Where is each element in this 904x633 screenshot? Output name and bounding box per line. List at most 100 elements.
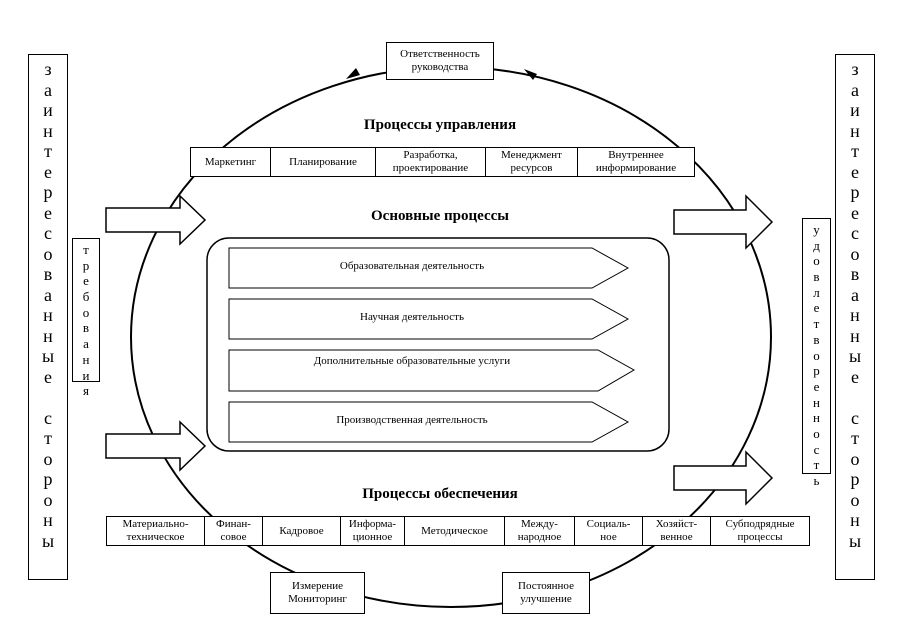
- cycle-arrow-right: [524, 69, 537, 80]
- management-process-5-line-2: информирование: [595, 162, 677, 174]
- satisfaction-char: т: [813, 457, 820, 473]
- improvement-line-2: улучшение: [520, 593, 572, 605]
- main-process-label-1: Образовательная деятельность: [339, 260, 485, 272]
- management-process-3: Разработка,проектирование: [376, 148, 486, 176]
- right-column-char: р: [850, 469, 860, 489]
- main-process-label-3: Дополнительные образовательные услуги: [313, 355, 511, 367]
- input-arrow-top: [105, 194, 207, 246]
- left-column-char: а: [44, 79, 52, 100]
- main-process-shape-2: [228, 298, 630, 340]
- requirements-char: р: [82, 257, 90, 273]
- support-process-5-line-1: Методическое: [421, 524, 488, 537]
- main-process-shape-1: [228, 247, 630, 289]
- management-process-1-line-1: Маркетинг: [204, 155, 257, 168]
- right-column-char: а: [851, 79, 859, 100]
- left-column-char: с: [44, 223, 52, 243]
- management-process-5-line-1: Внутреннее: [608, 149, 664, 161]
- satisfaction-char: е: [813, 300, 820, 316]
- right-column-char: ы: [848, 530, 862, 551]
- right-column-char: е: [851, 161, 859, 182]
- support-process-7: Социаль-ное: [575, 517, 643, 545]
- requirements-char: о: [82, 304, 90, 320]
- left-column-char: т: [44, 141, 52, 161]
- left-column-char: е: [44, 366, 52, 387]
- requirements-char: в: [82, 320, 90, 336]
- output-arrow-top: [673, 194, 774, 250]
- requirements-char: я: [83, 383, 89, 399]
- right-column-char: н: [850, 305, 860, 325]
- left-column-char: з: [44, 59, 52, 79]
- support-process-4-line-1: Информа-: [348, 518, 397, 530]
- main-process-label-2: Научная деятельность: [360, 311, 464, 323]
- support-process-4-line-2: ционное: [352, 531, 393, 543]
- management-processes-row: Маркетинг Планирование Разработка,проектир…: [190, 147, 695, 177]
- left-column-char: а: [44, 284, 52, 305]
- support-process-1-line-1: Материально-: [122, 518, 189, 530]
- management-process-4-line-1: Менеджмент: [501, 149, 562, 161]
- support-process-6-line-2: народное: [517, 531, 562, 543]
- right-column-char: е: [851, 366, 859, 387]
- satisfaction-char: о: [813, 347, 820, 363]
- management-process-3-line-1: Разработка,: [403, 149, 458, 161]
- support-process-2: Финан-совое: [205, 517, 263, 545]
- satisfaction-char: о: [813, 253, 820, 269]
- satisfaction-char: у: [813, 222, 820, 237]
- right-column-char: н: [850, 120, 860, 141]
- left-column-char: с: [44, 407, 52, 428]
- management-responsibility-box: Ответственность руководства: [386, 42, 494, 80]
- management-process-2: Планирование: [271, 148, 376, 176]
- right-column-char: н: [850, 510, 860, 530]
- requirements-char: б: [82, 289, 90, 305]
- right-column-char: н: [850, 325, 860, 346]
- support-process-6: Между-народное: [505, 517, 575, 545]
- support-process-3: Кадровое: [263, 517, 341, 545]
- satisfaction-char: н: [813, 410, 820, 426]
- heading-main-processes: Основные процессы: [371, 208, 509, 224]
- left-column-char: о: [43, 489, 53, 510]
- measurement-monitoring-box: Измерение Мониторинг: [270, 572, 365, 614]
- satisfaction-char: о: [813, 425, 820, 441]
- satisfaction-char: в: [813, 331, 820, 347]
- left-column-char: е: [44, 202, 52, 223]
- satisfaction-char: д: [813, 237, 820, 253]
- support-process-8-line-1: Хозяйст-: [655, 518, 698, 530]
- right-column-char: о: [850, 448, 860, 469]
- measurement-line-1: Измерение: [291, 580, 343, 592]
- management-process-3-line-2: проектирование: [392, 162, 469, 174]
- left-column-char: т: [44, 428, 52, 448]
- output-arrow-bottom: [673, 450, 774, 506]
- right-column-char: в: [850, 264, 860, 284]
- right-column-char: [853, 387, 858, 408]
- support-process-8-line-2: венное: [660, 531, 693, 543]
- left-column-char: о: [43, 243, 53, 264]
- right-column-char: о: [850, 243, 860, 264]
- support-process-9-line-2: процессы: [737, 531, 783, 543]
- requirements-char: н: [82, 351, 90, 367]
- support-process-2-line-1: Финан-: [216, 518, 251, 530]
- right-column-char: ы: [848, 346, 862, 366]
- continuous-improvement-box: Постоянное улучшение: [502, 572, 590, 614]
- right-column-char: с: [851, 223, 859, 243]
- right-column-char: е: [851, 202, 859, 223]
- requirements-char: т: [83, 242, 89, 257]
- management-process-2-line-1: Планирование: [289, 155, 357, 168]
- support-process-5: Методическое: [405, 517, 505, 545]
- right-column-char: и: [850, 100, 860, 120]
- heading-management-processes: Процессы управления: [363, 117, 517, 133]
- satisfaction-char: л: [813, 284, 820, 300]
- main-process-shape-4: [228, 401, 630, 443]
- input-arrow-bottom: [105, 420, 207, 472]
- left-column-char: ы: [41, 346, 55, 366]
- satisfaction-char: р: [813, 363, 820, 379]
- requirements-char: е: [83, 273, 89, 289]
- management-process-4-line-2: ресурсов: [510, 162, 553, 174]
- right-column-char: т: [851, 141, 859, 161]
